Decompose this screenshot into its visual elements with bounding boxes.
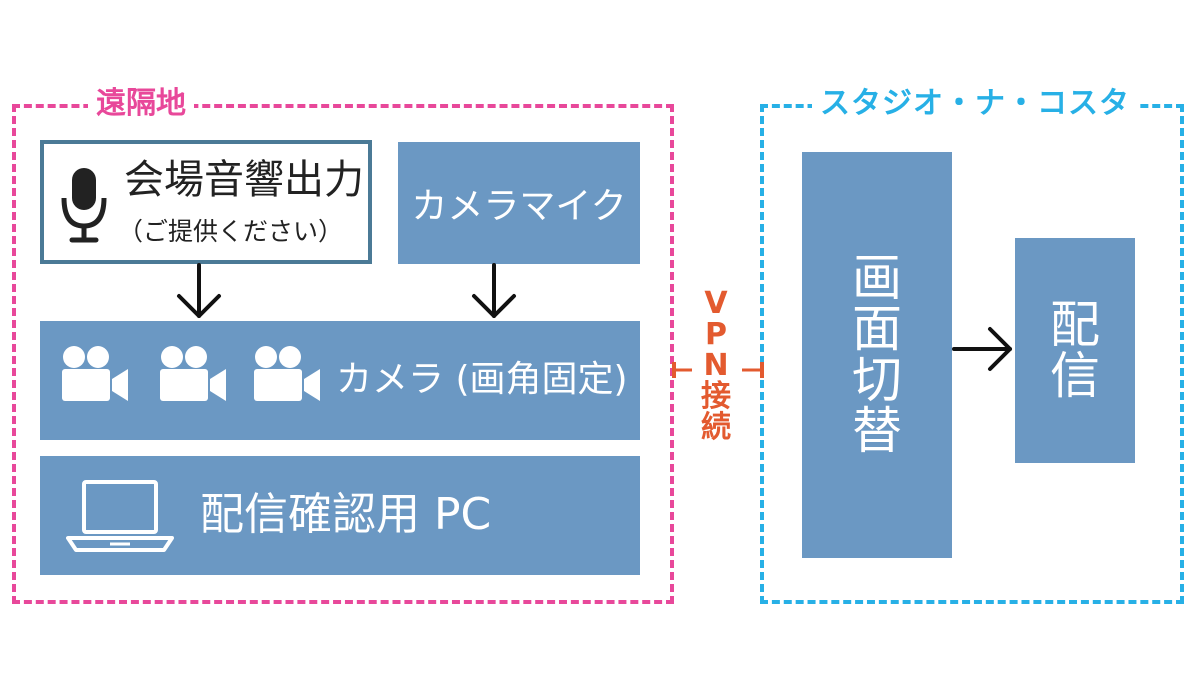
video-camera-icon	[160, 346, 226, 401]
switcher-box: 画 面 切 替	[802, 152, 952, 558]
vpn-char: 続	[701, 410, 731, 445]
vpn-link-left	[672, 362, 692, 378]
vpn-char: P	[705, 317, 727, 352]
video-camera-icon	[254, 346, 320, 401]
switcher-char: 面	[852, 300, 902, 358]
monitoring-pc-label: 配信確認用 PC	[200, 489, 492, 540]
distribution-char: 配	[1050, 295, 1100, 354]
venue-audio-title: 会場音響出力	[124, 157, 364, 203]
vpn-char: 接	[701, 379, 731, 414]
cameras-label: カメラ (画角固定)	[336, 359, 628, 400]
switcher-char: 替	[852, 402, 902, 460]
switcher-char: 切	[852, 351, 902, 409]
video-camera-icon	[62, 346, 128, 401]
cameras-box: カメラ (画角固定)	[40, 321, 640, 440]
distribution-box: 配 信	[1015, 238, 1135, 463]
switcher-char: 画	[852, 249, 902, 307]
vpn-char: N	[703, 348, 729, 383]
remote-site-label: 遠隔地	[88, 86, 194, 122]
vpn-link-right	[742, 362, 764, 378]
camera-mic-box: カメラマイク	[398, 142, 640, 264]
venue-audio-note: （ご提供ください）	[118, 217, 344, 246]
laptop-icon	[66, 480, 174, 552]
remote-site-frame	[12, 104, 674, 604]
venue-audio-box: 会場音響出力 （ご提供ください）	[40, 140, 372, 264]
distribution-char: 信	[1050, 346, 1100, 405]
vpn-connection-label: V P N 接 続	[691, 288, 741, 443]
studio-label: スタジオ・ナ・コスタ	[812, 86, 1138, 122]
vpn-char: V	[704, 286, 728, 321]
camera-mic-label: カメラマイク	[411, 186, 627, 227]
microphone-icon	[61, 168, 107, 243]
monitoring-pc-box: 配信確認用 PC	[40, 456, 640, 575]
